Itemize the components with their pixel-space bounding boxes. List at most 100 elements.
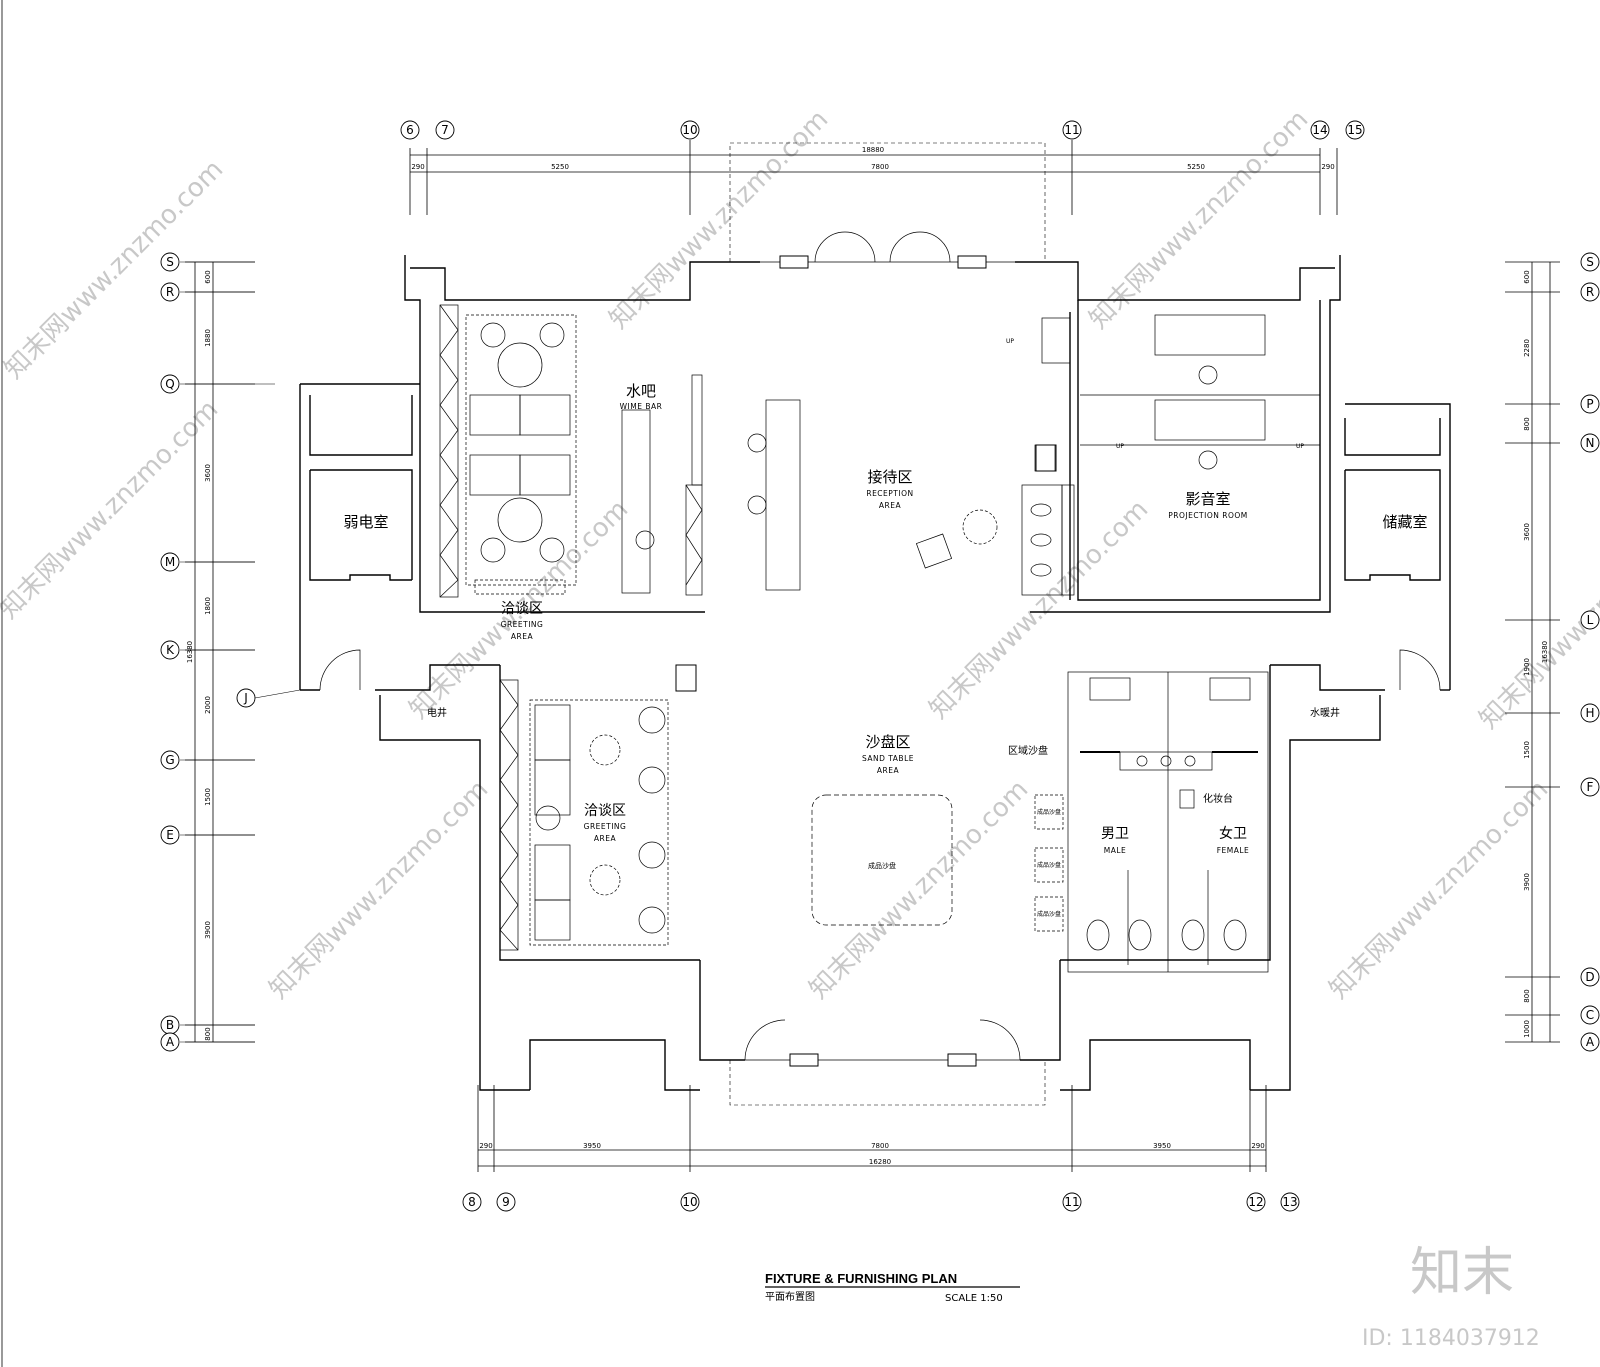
grid-top-11: 11 [1064, 123, 1079, 137]
dim-right-seg-3: 800 [1523, 417, 1531, 430]
grid-bubbles [160, 120, 1600, 1212]
dim-bottom-total: 16280 [869, 1158, 891, 1166]
grid-bottom-10: 10 [682, 1195, 697, 1209]
dim-top-seg-1: 290 [411, 163, 424, 171]
watermark-site-7: 知末网www.znzmo.com [264, 774, 495, 1005]
dim-left-seg-6: 1500 [204, 788, 212, 806]
dim-left-seg-2: 1880 [204, 329, 212, 347]
room-labels: 水吧 WIME BAR 洽谈区 GREETING AREA 接待区 RECEPT… [343, 338, 1427, 918]
label-makeup: 化妆台 [1203, 792, 1233, 805]
grid-right-C: C [1586, 1008, 1594, 1022]
dim-bottom-seg-2: 3950 [583, 1142, 601, 1150]
furniture [439, 304, 1320, 973]
label-sand-cn: 沙盘区 [865, 733, 910, 751]
dim-bottom-seg-1: 290 [479, 1142, 492, 1150]
label-reception-cn: 接待区 [867, 468, 912, 486]
grid-bottom-13: 13 [1282, 1195, 1297, 1209]
label-region-sand: 区域沙盘 [1008, 744, 1048, 757]
label-product-sand-2: 成品沙盘 [1037, 861, 1061, 869]
grid-top-15: 15 [1347, 123, 1362, 137]
label-product-sand-3: 成品沙盘 [1037, 910, 1061, 918]
dim-right-seg-9: 1000 [1523, 1020, 1531, 1038]
brand-watermark: 知末 ID: 1184037912 [1362, 1243, 1540, 1351]
grid-right-R: R [1586, 285, 1594, 299]
grid-bottom-8: 8 [468, 1195, 476, 1209]
dim-bottom-seg-4: 3950 [1153, 1142, 1171, 1150]
dim-left-seg-8: 800 [204, 1027, 212, 1040]
grid-bottom-9: 9 [502, 1195, 510, 1209]
dim-right-seg-4: 3600 [1523, 523, 1531, 541]
dim-top-seg-5: 290 [1321, 163, 1334, 171]
dim-bottom-seg-3: 7800 [871, 1142, 889, 1150]
dim-right-seg-2: 2280 [1523, 339, 1531, 357]
grid-top-7: 7 [441, 123, 449, 137]
label-up-1: UP [1006, 338, 1014, 345]
grid-left-A: A [166, 1035, 175, 1049]
grid-top-14: 14 [1312, 123, 1327, 137]
grid-right-A: A [1586, 1035, 1595, 1049]
label-sand-en2: AREA [877, 766, 900, 775]
walls [299, 255, 1451, 1091]
dim-bottom-seg-5: 290 [1251, 1142, 1264, 1150]
grid-right-S: S [1586, 255, 1594, 269]
plan-title-cn: 平面布置图 [765, 1291, 815, 1303]
dim-top-seg-3: 7800 [871, 163, 889, 171]
label-female-en: FEMALE [1217, 846, 1250, 855]
watermark-site-6: 知末网www.znzmo.com [924, 494, 1155, 725]
dim-top-total: 18880 [862, 146, 884, 154]
plan-scale: SCALE 1:50 [945, 1293, 1003, 1304]
dim-left-seg-4: 1800 [204, 597, 212, 615]
label-greeting-bot-cn: 洽谈区 [584, 803, 626, 819]
canopy-outlines [729, 142, 1046, 1106]
dim-right-seg-5: 1900 [1523, 658, 1531, 676]
label-weak-room: 弱电室 [343, 513, 388, 531]
grid-labels: 6 7 10 11 14 15 8 9 10 11 12 13 S R Q M … [165, 123, 1595, 1209]
label-projection-cn: 影音室 [1185, 490, 1230, 508]
grid-right-D: D [1585, 970, 1594, 984]
grid-left-M: M [165, 555, 175, 569]
grid-left-B: B [166, 1018, 174, 1032]
plan-title: FIXTURE & FURNISHING PLAN [765, 1271, 957, 1286]
label-greeting-top-en1: GREETING [501, 620, 544, 629]
grid-left-S: S [166, 255, 174, 269]
label-projection-en: PROJECTION ROOM [1168, 511, 1248, 520]
label-storage: 储藏室 [1382, 513, 1427, 531]
grid-left-K: K [166, 643, 175, 657]
dim-right-total: 16380 [1541, 641, 1549, 663]
label-greeting-bot-en1: GREETING [584, 822, 627, 831]
grid-left-G: G [165, 753, 174, 767]
dim-left-seg-3: 3600 [204, 464, 212, 482]
dim-left-seg-7: 3900 [204, 921, 212, 939]
grid-bottom-11: 11 [1064, 1195, 1079, 1209]
grid-right-N: N [1586, 436, 1595, 450]
watermark-site-8: 知末网www.znzmo.com [804, 774, 1035, 1005]
dim-left-seg-5: 2000 [204, 696, 212, 714]
label-greeting-top-cn: 洽谈区 [501, 601, 543, 617]
dimension-texts: 18880 290 5250 7800 5250 290 290 3950 78… [186, 146, 1549, 1166]
label-water-shaft: 水暖井 [1310, 706, 1340, 719]
label-male-en: MALE [1104, 846, 1127, 855]
brand-logo-text: 知末 [1410, 1243, 1514, 1303]
watermark-site-2: 知末网www.znzmo.com [0, 394, 224, 625]
grid-right-L: L [1587, 613, 1594, 627]
label-up-2: UP [1116, 443, 1124, 450]
label-greeting-top-en2: AREA [511, 632, 534, 641]
dim-left-total: 16380 [186, 641, 194, 663]
grid-right-F: F [1587, 780, 1594, 794]
dimension-lines [185, 140, 1560, 1172]
doors [319, 231, 1441, 1061]
grid-left-J: J [243, 691, 248, 705]
label-female-cn: 女卫 [1219, 825, 1247, 842]
label-water-bar-en: WIME BAR [620, 402, 663, 411]
dim-top-seg-2: 5250 [551, 163, 569, 171]
grid-left-E: E [166, 828, 174, 842]
grid-bottom-12: 12 [1248, 1195, 1263, 1209]
label-sand-en1: SAND TABLE [862, 754, 914, 763]
label-reception-en1: RECEPTION [866, 489, 913, 498]
grid-left-R: R [166, 285, 174, 299]
label-up-3: UP [1296, 443, 1304, 450]
grid-top-6: 6 [406, 123, 414, 137]
label-reception-en2: AREA [879, 501, 902, 510]
grid-top-10: 10 [682, 123, 697, 137]
